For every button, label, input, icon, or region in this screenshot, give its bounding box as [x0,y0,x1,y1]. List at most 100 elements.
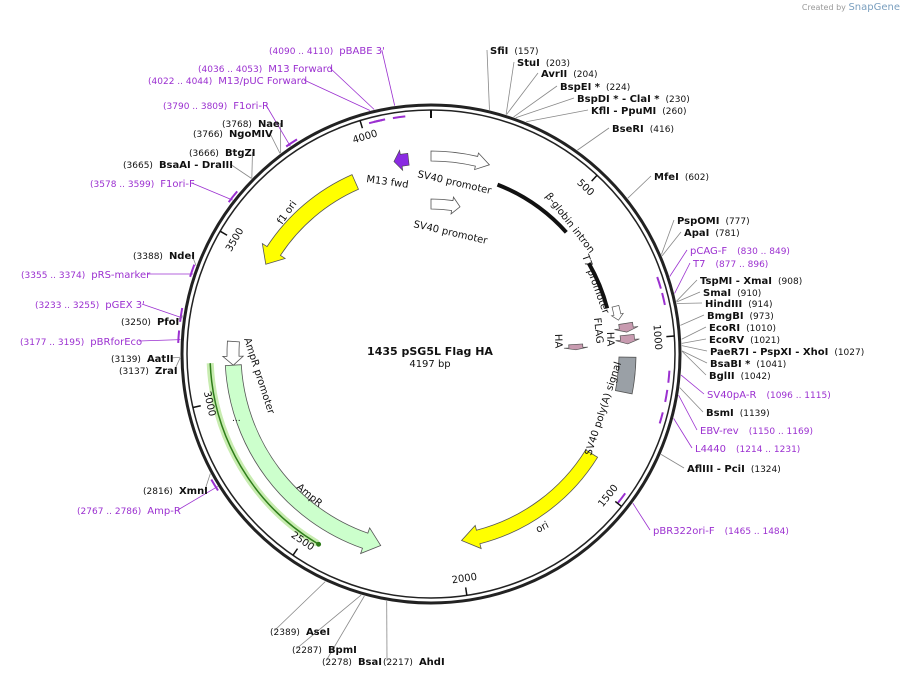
enzyme-site[interactable]: (2278)BsaI [322,657,382,668]
enzyme-label[interactable]: PspOMI(777) [677,216,750,227]
enzyme-site[interactable]: (3766)NgoMIV [193,129,273,140]
enzyme-label[interactable]: (3250)PfoI [121,317,179,328]
enzyme-label[interactable]: (3388)NdeI [133,251,195,262]
enzyme-site[interactable]: (3665)BsaAI - DraIII [123,160,233,171]
enzyme-site[interactable]: EcoRI(1010) [709,323,776,334]
enzyme-label[interactable]: BseRI(416) [612,124,674,135]
enzyme-label[interactable]: BsmI(1139) [706,408,770,419]
enzyme-label[interactable]: BspDI * - ClaI *(230) [577,94,690,105]
enzyme-site[interactable]: BseRI(416) [612,124,674,135]
primer-site[interactable]: (3790 .. 3809)F1ori-R [163,101,269,112]
enzyme-site[interactable]: (2389)AseI [270,627,330,638]
primer-site[interactable]: (2767 .. 2786)Amp-R [77,506,181,517]
primer-site[interactable]: pCAG-F(830 .. 849) [690,246,790,257]
enzyme-label[interactable]: BglII(1042) [709,371,771,382]
enzyme-label[interactable]: HindIII(914) [705,299,772,310]
m13-fwd-feature[interactable] [394,150,409,170]
primer-label[interactable]: (4036 .. 4053)M13 Forward [198,64,333,75]
enzyme-site[interactable]: BspEI *(224) [560,82,630,93]
primer-site[interactable]: EBV-rev(1150 .. 1169) [700,426,813,437]
enzyme-site[interactable]: (3666)BtgZI [189,148,255,159]
enzyme-label[interactable]: (2217)AhdI [383,657,445,668]
enzyme-site[interactable]: HindIII(914) [705,299,772,310]
enzyme-site[interactable]: BsmI(1139) [706,408,770,419]
primer-site[interactable]: T7(877 .. 896) [692,259,768,270]
primer-label[interactable]: (4090 .. 4110)pBABE 3' [269,46,385,57]
enzyme-label[interactable]: MfeI(602) [654,172,709,183]
enzyme-site[interactable]: BsaBI *(1041) [710,359,786,370]
enzyme-site[interactable]: (3139)AatII [111,354,174,365]
enzyme-site[interactable]: EcoRV(1021) [709,335,780,346]
primer-label[interactable]: (3177 .. 3195)pBRforEco [20,337,142,348]
enzyme-label[interactable]: (3766)NgoMIV [193,129,273,140]
enzyme-site[interactable]: PaeR7I - PspXI - XhoI(1027) [710,347,864,358]
primer-site[interactable]: SV40pA-R(1096 .. 1115) [707,390,831,401]
ha-tag-feature-1[interactable] [616,334,640,343]
enzyme-label[interactable]: KflI - PpuMI(260) [591,106,686,117]
enzyme-site[interactable]: PspOMI(777) [677,216,750,227]
primer-label[interactable]: (3355 .. 3374)pRS-marker [21,270,151,281]
primer-label[interactable]: (3578 .. 3599)F1ori-F [90,179,195,190]
enzyme-site[interactable]: BspDI * - ClaI *(230) [577,94,690,105]
enzyme-label[interactable]: (2278)BsaI [322,657,382,668]
enzyme-label[interactable]: BspEI *(224) [560,82,630,93]
primer-site[interactable]: L4440(1214 .. 1231) [695,444,800,455]
primer-site[interactable]: (4036 .. 4053)M13 Forward [198,64,333,75]
flag-tag-feature[interactable] [614,322,638,332]
enzyme-label[interactable]: (2287)BpmI [292,645,357,656]
primer-label[interactable]: SV40pA-R(1096 .. 1115) [707,390,831,401]
primer-site[interactable]: (3578 .. 3599)F1ori-F [90,179,195,190]
enzyme-site[interactable]: KflI - PpuMI(260) [591,106,686,117]
ha-tag-feature-2[interactable] [564,344,588,350]
primer-site[interactable]: (4022 .. 4044)M13/pUC Forward [148,76,307,87]
enzyme-label[interactable]: (3137)ZraI [119,366,178,377]
enzyme-label[interactable]: BmgBI(973) [707,311,774,322]
primer-label[interactable]: (4022 .. 4044)M13/pUC Forward [148,76,307,87]
primer-label[interactable]: (2767 .. 2786)Amp-R [77,506,181,517]
enzyme-site[interactable]: BmgBI(973) [707,311,774,322]
enzyme-site[interactable]: MfeI(602) [654,172,709,183]
enzyme-label[interactable]: BsaBI *(1041) [710,359,786,370]
enzyme-site[interactable]: (3137)ZraI [119,366,178,377]
enzyme-site[interactable]: SfiI(157) [490,46,539,57]
enzyme-site[interactable]: ApaI(781) [684,228,740,239]
enzyme-site[interactable]: BglII(1042) [709,371,771,382]
primer-site[interactable]: (3355 .. 3374)pRS-marker [21,270,151,281]
enzyme-site[interactable]: (2287)BpmI [292,645,357,656]
enzyme-label[interactable]: EcoRI(1010) [709,323,776,334]
primer-site[interactable]: (4090 .. 4110)pBABE 3' [269,46,385,57]
t7-promoter-arrow[interactable] [612,305,624,320]
primer-label[interactable]: EBV-rev(1150 .. 1169) [700,426,813,437]
enzyme-label[interactable]: EcoRV(1021) [709,335,780,346]
sv40-promoter-arrow-2[interactable] [431,197,460,214]
enzyme-site[interactable]: TspMI - XmaI(908) [700,276,802,287]
sv40-promoter-arrow-1[interactable] [431,151,489,170]
primer-site[interactable]: (3177 .. 3195)pBRforEco [20,337,142,348]
enzyme-label[interactable]: (2389)AseI [270,627,330,638]
enzyme-label[interactable]: AvrII(204) [541,69,597,80]
enzyme-site[interactable]: SmaI(910) [703,288,761,299]
enzyme-label[interactable]: AflIII - PciI(1324) [687,464,781,475]
primer-label[interactable]: (3790 .. 3809)F1ori-R [163,101,269,112]
enzyme-label[interactable]: StuI(203) [517,58,570,69]
enzyme-label[interactable]: (3139)AatII [111,354,174,365]
primer-label[interactable]: pBR322ori-F(1465 .. 1484) [653,526,789,537]
enzyme-site[interactable]: AflIII - PciI(1324) [687,464,781,475]
enzyme-site[interactable]: (2816)XmnI [143,486,208,497]
enzyme-site[interactable]: (2217)AhdI [383,657,445,668]
enzyme-label[interactable]: (2816)XmnI [143,486,208,497]
ori-feature[interactable] [462,450,598,549]
primer-label[interactable]: T7(877 .. 896) [692,259,768,270]
primer-label[interactable]: (3233 .. 3255)pGEX 3' [35,300,145,311]
primer-site[interactable]: (3233 .. 3255)pGEX 3' [35,300,145,311]
enzyme-label[interactable]: ApaI(781) [684,228,740,239]
enzyme-label[interactable]: SmaI(910) [703,288,761,299]
enzyme-label[interactable]: SfiI(157) [490,46,539,57]
primer-label[interactable]: L4440(1214 .. 1231) [695,444,800,455]
enzyme-site[interactable]: (3250)PfoI [121,317,179,328]
enzyme-label[interactable]: PaeR7I - PspXI - XhoI(1027) [710,347,864,358]
enzyme-label[interactable]: (3665)BsaAI - DraIII [123,160,233,171]
enzyme-label[interactable]: (3666)BtgZI [189,148,255,159]
primer-label[interactable]: pCAG-F(830 .. 849) [690,246,790,257]
primer-site[interactable]: pBR322ori-F(1465 .. 1484) [653,526,789,537]
